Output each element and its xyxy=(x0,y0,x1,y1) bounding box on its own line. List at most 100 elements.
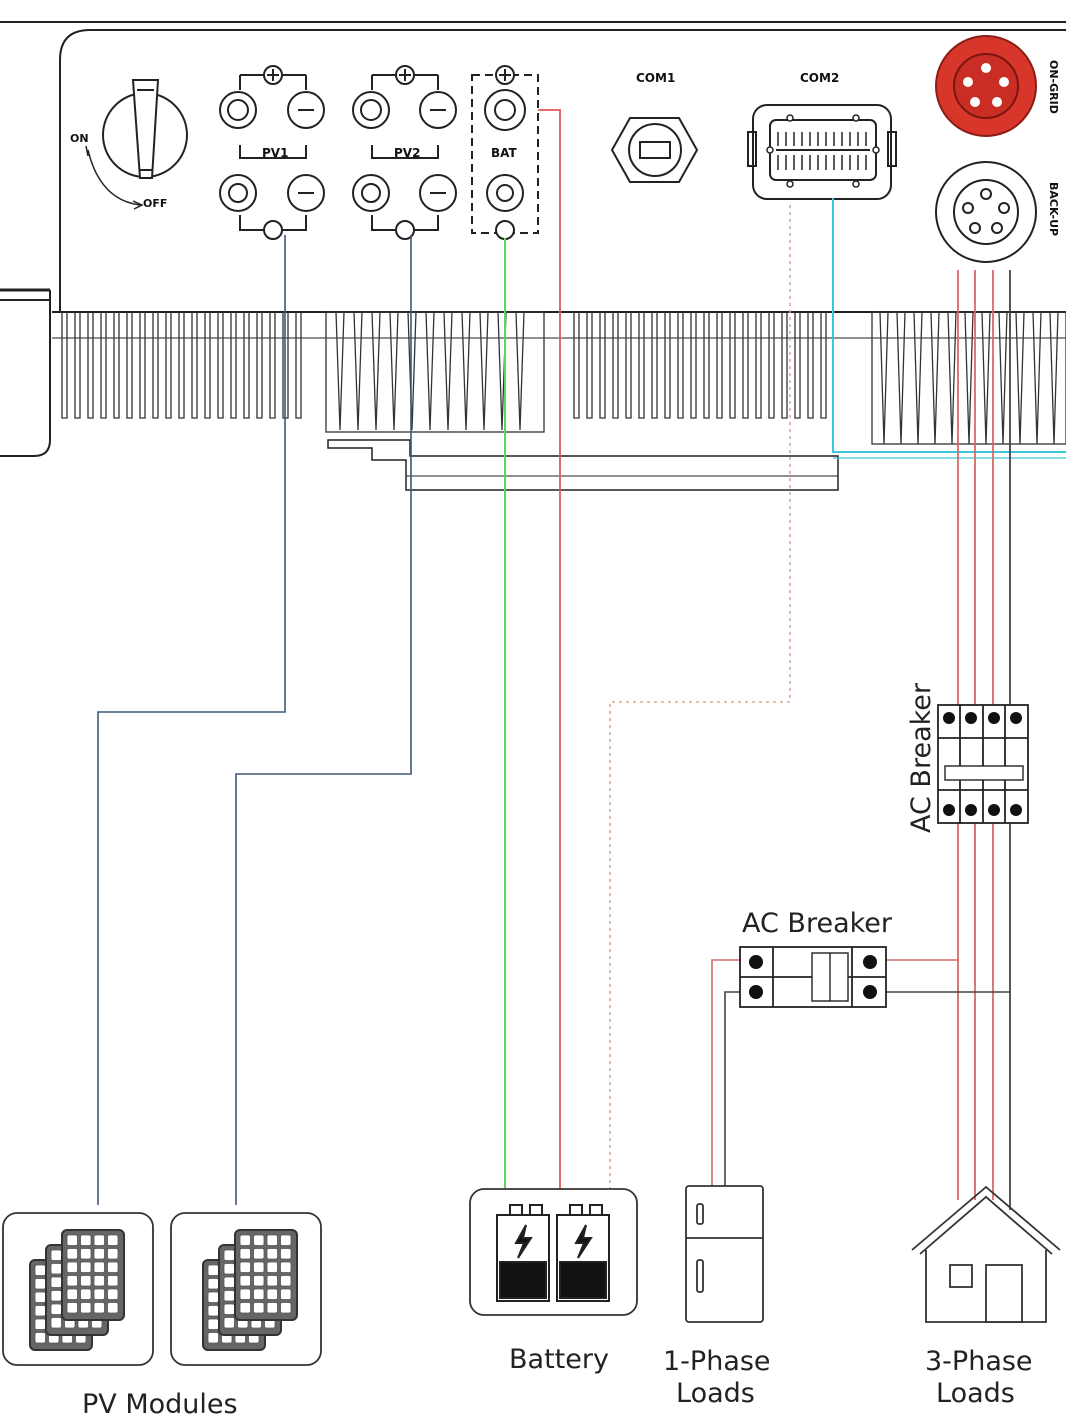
solar-cell xyxy=(207,1332,219,1344)
battery-icon xyxy=(496,1204,610,1302)
fin xyxy=(407,311,417,431)
pv1-label: PV1 xyxy=(262,146,288,160)
solar-cell xyxy=(107,1234,119,1246)
one-phase-wires xyxy=(711,959,1010,1186)
breaker-terminal xyxy=(943,712,955,724)
ac-breaker-4pole[interactable] xyxy=(937,704,1029,824)
solar-cell xyxy=(280,1248,292,1260)
solar-cell xyxy=(207,1264,219,1276)
fin xyxy=(479,311,489,431)
fin xyxy=(703,312,710,419)
breaker-terminal xyxy=(943,804,955,816)
solar-cell xyxy=(280,1288,292,1300)
solar-cell xyxy=(66,1275,78,1287)
fin xyxy=(1032,311,1042,445)
solar-cell xyxy=(207,1318,219,1330)
solar-cell xyxy=(280,1275,292,1287)
bat-terminals[interactable] xyxy=(471,65,539,240)
back-up-connector[interactable] xyxy=(935,161,1037,263)
solar-cell xyxy=(266,1234,278,1246)
fin xyxy=(371,311,381,431)
solar-cell xyxy=(93,1234,105,1246)
ac-breaker-4pole-terminals xyxy=(943,712,1022,816)
solar-cell xyxy=(266,1275,278,1287)
solar-cell xyxy=(50,1276,62,1288)
ac-breaker-2pole[interactable] xyxy=(739,946,887,1008)
fin xyxy=(217,312,224,419)
ac-breaker-vertical-label: AC Breaker xyxy=(906,682,937,833)
fridge-icon xyxy=(685,1185,764,1323)
fin xyxy=(807,312,814,419)
solar-cell xyxy=(80,1234,92,1246)
solar-cell xyxy=(80,1302,92,1314)
solar-cell xyxy=(223,1290,235,1302)
solar-cell xyxy=(50,1249,62,1261)
com2-screw xyxy=(852,180,860,188)
fin xyxy=(230,312,237,419)
fin xyxy=(61,312,68,419)
one-phase-label-line1: 1-Phase xyxy=(663,1346,771,1377)
solar-cell xyxy=(80,1288,92,1300)
on-grid-label: ON-GRID xyxy=(1047,60,1060,114)
solar-cell xyxy=(253,1261,265,1273)
bat-label: BAT xyxy=(491,146,518,160)
fin xyxy=(651,312,658,419)
fin xyxy=(981,311,991,445)
solar-cell xyxy=(266,1248,278,1260)
fin xyxy=(1015,311,1025,445)
solar-cell xyxy=(266,1302,278,1314)
solar-cell xyxy=(34,1291,46,1303)
solar-cell xyxy=(66,1261,78,1273)
solar-cell xyxy=(66,1234,78,1246)
solar-cell xyxy=(253,1234,265,1246)
pv2-wire xyxy=(235,235,412,1205)
breaker-terminal xyxy=(965,712,977,724)
fin xyxy=(139,312,146,419)
solar-cell xyxy=(80,1275,92,1287)
solar-cell xyxy=(50,1303,62,1315)
three-phase-label-line2: Loads xyxy=(936,1378,1015,1409)
solar-cell xyxy=(34,1332,46,1344)
fin xyxy=(768,312,775,419)
pv1-terminals[interactable] xyxy=(219,65,325,240)
solar-cell xyxy=(207,1278,219,1290)
com2-screw xyxy=(766,146,774,154)
fin xyxy=(896,311,906,445)
fin xyxy=(998,311,1008,445)
solar-cell xyxy=(223,1317,235,1329)
on-grid-connector[interactable] xyxy=(935,35,1037,137)
dc-switch[interactable] xyxy=(85,79,188,210)
solar-cell xyxy=(239,1261,251,1273)
fin xyxy=(742,312,749,419)
fin xyxy=(243,312,250,419)
fin xyxy=(126,312,133,419)
fin xyxy=(461,311,471,431)
ct-wire xyxy=(832,198,1066,459)
pv2-terminals[interactable] xyxy=(352,65,457,240)
solar-cell xyxy=(266,1261,278,1273)
switch-off-label: OFF xyxy=(143,197,167,210)
solar-cell xyxy=(223,1263,235,1275)
solar-cell xyxy=(50,1317,62,1329)
fin xyxy=(930,311,940,445)
breaker-terminal xyxy=(1010,804,1022,816)
solar-cell xyxy=(239,1234,251,1246)
fin xyxy=(716,312,723,419)
solar-cell xyxy=(80,1248,92,1260)
solar-cell xyxy=(34,1278,46,1290)
solar-cell xyxy=(107,1248,119,1260)
solar-cell xyxy=(66,1288,78,1300)
solar-cell xyxy=(107,1302,119,1314)
switch-on-label: ON xyxy=(70,132,89,145)
solar-cell xyxy=(280,1302,292,1314)
ac-breaker-2pole-terminals xyxy=(749,955,877,999)
solar-cell xyxy=(223,1303,235,1315)
solar-cell xyxy=(93,1288,105,1300)
fin xyxy=(755,312,762,419)
com1-port[interactable] xyxy=(610,117,699,183)
breaker-terminal xyxy=(988,804,1000,816)
solar-cell xyxy=(66,1302,78,1314)
ac-breaker-horizontal-label: AC Breaker xyxy=(742,908,893,939)
fin xyxy=(820,312,827,419)
